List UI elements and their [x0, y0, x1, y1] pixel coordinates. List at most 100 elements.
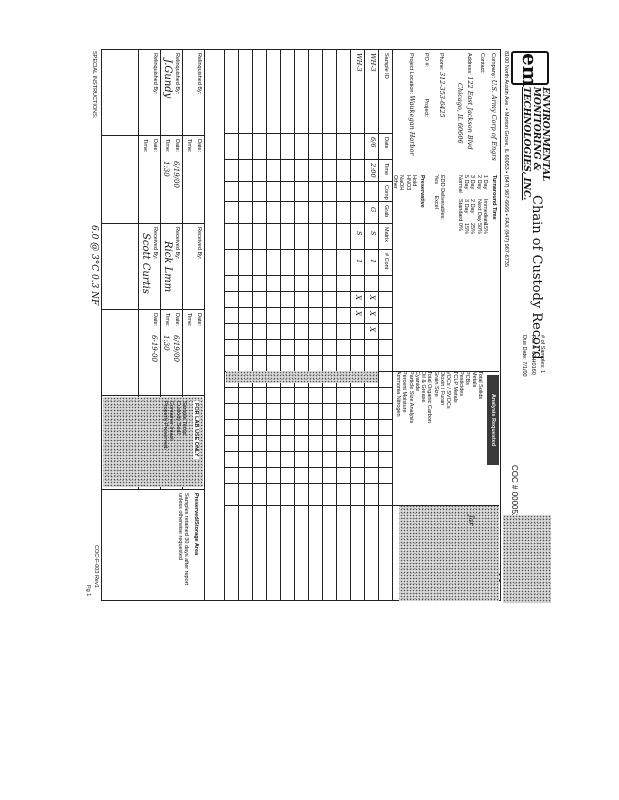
row-1-time: 2:00 [369, 163, 377, 178]
num-samples: # of Samples: 1 [539, 335, 545, 373]
turnaround-row: 1 DayImmediate15% [482, 175, 488, 235]
grid-line [101, 135, 205, 136]
turnaround-row: 2 DayNext Day50% [475, 175, 482, 235]
preservative-header: Preservative [419, 175, 425, 208]
grid-line [225, 223, 393, 224]
rule [294, 49, 295, 601]
company-line-3: TECHNOLOGIES, INC. [521, 87, 532, 201]
address-label: Address: [466, 53, 472, 75]
analysis-item: Oil & Grease [420, 371, 427, 403]
grid-line [101, 223, 205, 224]
document-page: P em ENVIRONMENTAL MONITORING & TECHNOLO… [85, 45, 555, 605]
grid-line [225, 181, 393, 182]
grid-line [225, 483, 393, 484]
client-phone: Phone: 312-353-6425 [438, 53, 446, 118]
ref-number: Ref #: 6GH0160 [530, 335, 536, 375]
date-value-1: 6/19/00 [172, 161, 180, 188]
rule [350, 49, 351, 601]
turnaround-row: 5 Day3 Day15% [463, 175, 470, 235]
date-label-6: Date: [152, 313, 158, 327]
row-2-containers: 1 [355, 259, 363, 264]
address-line: 8100 North Austin Ave. ▪ Morton Grove, I… [503, 51, 509, 267]
remarks-note: Jar [467, 515, 475, 526]
analysis-item: Dioxin / Furan [439, 371, 446, 406]
signature-2: Rick Lmm [162, 241, 173, 293]
rotated-form: P em ENVIRONMENTAL MONITORING & TECHNOLO… [85, 45, 555, 605]
grid-line [225, 133, 393, 134]
signature-1: J.Gundy [162, 59, 173, 99]
client-contact: Contact: [479, 53, 485, 74]
rule [308, 49, 309, 601]
edd-deliverables: EDD Deliverables: Yes Excel [432, 175, 445, 220]
row-1-sample-id: WH-3 [369, 53, 377, 72]
grid-line [225, 275, 393, 276]
row-1-matrix: S [369, 231, 377, 236]
grid-line [225, 451, 393, 452]
edd-note: Excel [432, 195, 439, 209]
col-grab: Grab [383, 205, 389, 218]
turnaround-header: Turnaround Time [491, 175, 497, 220]
ref-value: 6GH0160 [530, 351, 536, 375]
relinquished-label-3: Relinquished By: [152, 53, 158, 95]
analysis-item: VOCs / SVOCs [445, 371, 452, 409]
relinquished-label-2: Relinquished By: [174, 53, 180, 95]
grid-line [101, 309, 205, 310]
grid-line [225, 339, 393, 340]
time-label-4: Time: [164, 313, 170, 327]
grid-line [225, 307, 393, 308]
rule [392, 49, 393, 601]
company-value: U.S. Army Corp of Engrs [490, 79, 498, 161]
analysis-item: Metals [470, 371, 477, 388]
client-address: Address: 122 East Jackson Blvd [466, 53, 474, 150]
rule [378, 49, 379, 601]
edd-value: Yes [432, 175, 439, 184]
edd-label: EDD Deliverables: [439, 175, 445, 220]
analysis-item: PCBs [464, 371, 471, 386]
col-comp: Comp [383, 185, 389, 200]
date-value-3: 6-19-00 [150, 335, 158, 362]
analysis-item: Grain Size [432, 371, 439, 397]
grid-line [225, 403, 393, 404]
grid-line [225, 323, 393, 324]
top-right-shading [503, 515, 551, 603]
grid-line [225, 435, 393, 436]
row-1-mark: X [368, 327, 376, 332]
po-label: PO #: [423, 53, 429, 68]
row-1-date: 6/6 [369, 137, 377, 148]
grid-line [225, 387, 393, 388]
due-date-value: 7/1/00 [521, 361, 527, 377]
time-value-1: 1:30 [162, 161, 170, 177]
grid-line [225, 355, 393, 356]
rule [266, 49, 267, 601]
location-value: Waukegan Harbor [408, 95, 416, 156]
row-1-mark: X [368, 311, 376, 316]
column-shading [226, 371, 378, 383]
preservative-rows: Hold HNO3 NaOH Other [392, 175, 417, 190]
analysis-item: Percent Moisture [401, 371, 408, 413]
preserved-header: Preserved/Storage Area [193, 493, 199, 556]
phone-label: Phone: [438, 53, 444, 71]
lab-use-line: Container Intact: [168, 401, 175, 442]
time-label-3: Time: [164, 139, 170, 153]
analysis-header: Analysis Requested [487, 375, 499, 465]
col-date: Date [383, 137, 389, 149]
rule [280, 49, 281, 601]
preservative-row: HNO3 [404, 175, 411, 191]
lab-use-line: Properly Preserved: [162, 401, 169, 450]
col-sample-id: Sample ID [383, 53, 389, 79]
analysis-list: Total Solids Metals PCBs Pesticides TCLP… [395, 371, 483, 501]
city-value: Chicago, IL 60606 [456, 83, 464, 144]
turnaround-rows: 1 DayImmediate15% 2 DayNext Day50% 3 Day… [456, 175, 488, 234]
rule [252, 49, 253, 601]
row-1-mark: X [368, 295, 376, 300]
grid-line [225, 467, 393, 468]
rule [336, 49, 337, 601]
lab-use-line: Custody Seal: [174, 401, 181, 436]
preservative-row: NaOH [398, 175, 405, 191]
row-2-sample-id: WH-3 [355, 53, 363, 72]
special-instructions-handwritten: 6.0 @ 3°C 0.3 NF [89, 225, 99, 306]
client-po: PO #: Project: [423, 53, 429, 117]
date-label-1: Date: [196, 139, 202, 153]
phone-value: 312-353-6425 [438, 71, 446, 118]
form-number: COC-F-003 Rev1 [93, 545, 99, 588]
